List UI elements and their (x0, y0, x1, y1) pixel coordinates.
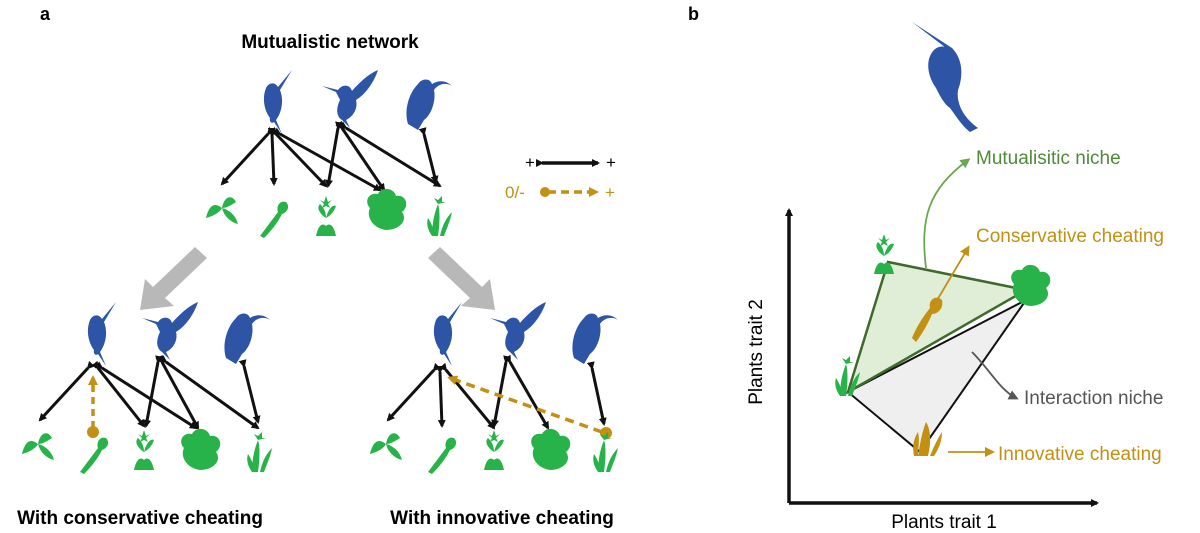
bird-icon-large (912, 22, 978, 132)
plant-icon (593, 432, 618, 472)
plant-icon (80, 437, 109, 474)
left-network: With conservative cheating (17, 302, 272, 529)
top-network (206, 70, 452, 238)
top-plants (206, 188, 452, 238)
plant-icon (484, 430, 504, 470)
plant-icon (367, 188, 407, 230)
plant-icon (428, 437, 457, 474)
plant-icon (427, 196, 452, 236)
legend-mutualism-right: + (606, 153, 616, 172)
plant-icon (247, 432, 272, 472)
plant-icon (260, 201, 289, 238)
innovative-cheating-link (447, 375, 612, 439)
plant-icon (22, 433, 54, 464)
plant-icon (134, 430, 154, 470)
plant-icon (370, 433, 402, 464)
conservative-cheating-pointer (935, 245, 970, 303)
plant-icon (1011, 264, 1051, 306)
interaction-niche-polygon (846, 299, 1027, 454)
legend-cheating-left: 0/- (505, 183, 525, 202)
panel-a-label: a (40, 4, 51, 24)
mutualistic-niche-polygon (845, 260, 1030, 395)
bird-icon (572, 313, 618, 364)
innovative-cheating-label: Innovative cheating (998, 444, 1162, 465)
panel-b-label: b (688, 4, 699, 24)
legend-cheating-dot (540, 187, 550, 197)
bird-icon (263, 70, 292, 134)
mutualistic-niche-pointer (923, 158, 971, 269)
y-axis-label: Plants trait 2 (746, 299, 767, 405)
interaction-niche-pointer (971, 351, 1019, 400)
panel-a-title: Mutualistic network (241, 32, 419, 53)
transition-arrows (140, 247, 495, 310)
left-plants (22, 428, 272, 474)
x-axis-label: Plants trait 1 (891, 512, 997, 533)
conservative-cheater-icon (912, 297, 943, 342)
bird-icon (224, 313, 270, 364)
axes: Plants trait 2 Plants trait 1 (746, 208, 1099, 533)
conservative-cheating-label: Conservative cheating (976, 226, 1164, 247)
legend-cheating-right: + (605, 183, 615, 202)
right-plants (370, 428, 618, 474)
caption-conservative: With conservative cheating (17, 508, 263, 529)
gray-arrow-left (140, 247, 207, 310)
left-birds (87, 302, 270, 366)
plant-icon (206, 197, 238, 228)
bird-icon (322, 70, 378, 128)
innovative-cheater-icon (913, 422, 942, 456)
plant-icon (181, 428, 221, 470)
mutualistic-niche-label: Mutualisitic niche (976, 148, 1121, 169)
bird-icon (87, 302, 116, 366)
right-network: With innovative cheating (370, 302, 618, 529)
gray-arrow-right (428, 247, 495, 310)
bird-icon (406, 79, 452, 130)
plant-icon (316, 196, 336, 236)
top-birds (263, 70, 452, 134)
top-mutualism-links (220, 120, 442, 192)
bird-icon (142, 302, 198, 360)
cheater-plants (912, 297, 943, 456)
caption-innovative: With innovative cheating (390, 508, 614, 529)
left-mutualism-links (38, 354, 261, 430)
bird-icon (433, 302, 462, 366)
legend-mutualism-left: + (525, 153, 535, 172)
conservative-cheating-link (87, 375, 99, 438)
legend: + + 0/- + (505, 153, 616, 202)
plant-icon (531, 428, 571, 470)
interaction-niche-label: Interaction niche (1024, 388, 1163, 409)
right-birds (433, 302, 618, 366)
plant-icon (874, 234, 894, 274)
bird-icon (490, 302, 546, 360)
